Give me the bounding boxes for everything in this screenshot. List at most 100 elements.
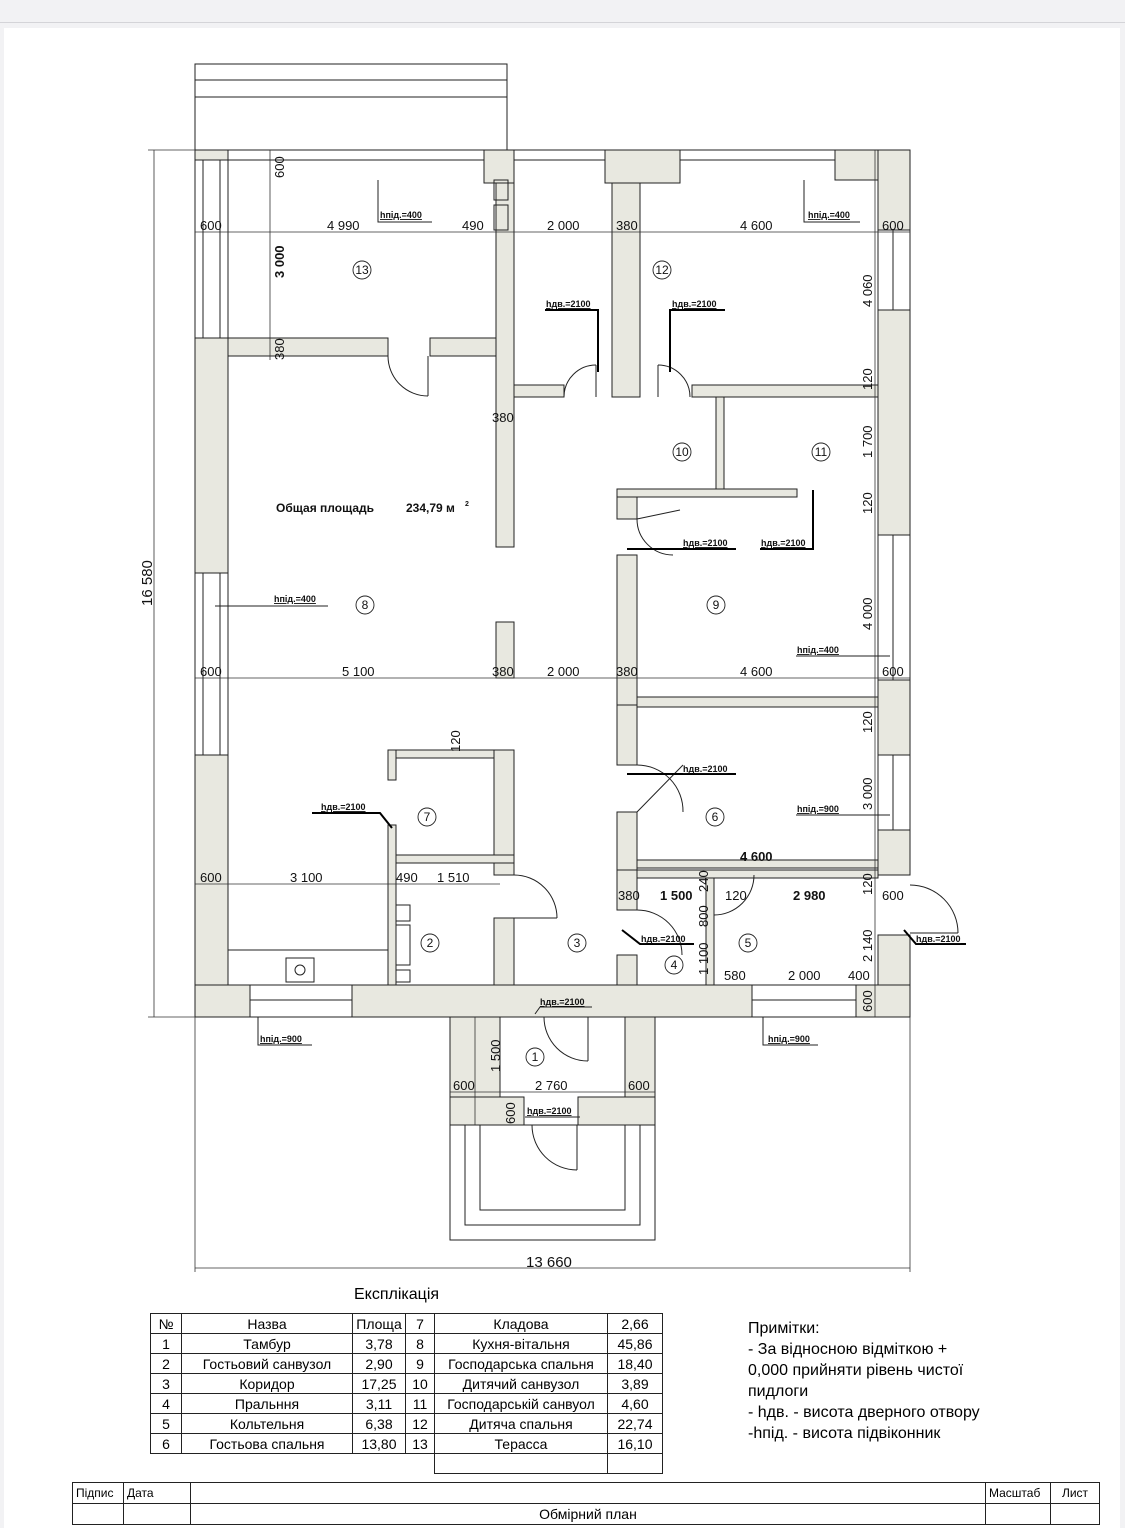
dim-2980-bold: 2 980: [793, 888, 826, 903]
stamp-title: Обмірний план: [190, 1503, 986, 1525]
dim-600: 600: [200, 870, 222, 885]
cell-area: 3,78: [352, 1333, 406, 1354]
dim-600: 600: [453, 1078, 475, 1093]
dim-800-v: 800: [696, 905, 711, 927]
cell-name: Кухня-вітальня: [434, 1333, 608, 1354]
dim-380: 380: [492, 410, 514, 425]
label-door-height: hдв.=2100: [672, 299, 717, 309]
marker-arrows: [215, 180, 966, 1118]
cell-number: 9: [405, 1353, 435, 1374]
label-window-height: hпід.=400: [797, 645, 839, 655]
cell-name: Гостьова спальня: [181, 1433, 353, 1454]
dim-490: 490: [462, 218, 484, 233]
dim-600: 600: [200, 218, 222, 233]
room-marker-13: 13: [352, 260, 372, 280]
dim-380: 380: [616, 664, 638, 679]
cell-name: Гостьовий санвузол: [181, 1353, 353, 1374]
dim-120-v: 120: [860, 492, 875, 514]
overall-width: 13 660: [526, 1254, 572, 1271]
notes-line: пидлоги: [748, 1383, 809, 1400]
room-number: 13: [355, 263, 369, 277]
door-swings: [387, 355, 959, 1171]
dim-5100: 5 100: [342, 664, 375, 679]
dim-120-v: 120: [448, 730, 463, 752]
interior-walls: [227, 179, 879, 986]
cell-area: 17,25: [352, 1373, 406, 1394]
label-door-height: hдв.=2100: [683, 538, 728, 548]
cell-name: Кольтельня: [181, 1413, 353, 1434]
label-door-height: hдв.=2100: [916, 934, 961, 944]
cell-empty: [607, 1453, 663, 1474]
cell-number: 1: [150, 1333, 182, 1354]
cell-number: 13: [405, 1433, 435, 1454]
cell-area: 3,11: [352, 1393, 406, 1414]
dim-4060-v: 4 060: [860, 274, 875, 307]
cell-name: Господарській санвуол: [434, 1393, 608, 1414]
drawing-sheet: [4, 28, 1120, 1528]
cell-name: Дитяча спальня: [434, 1413, 608, 1434]
cell-area: 2,66: [607, 1313, 663, 1334]
dim-120-v: 120: [860, 711, 875, 733]
dim-400: 400: [848, 968, 870, 983]
dim-4600-bold: 4 600: [740, 849, 773, 864]
room-number: 2: [427, 936, 434, 950]
label-window-height: hпід.=900: [797, 804, 839, 814]
label-door-height: hдв.=2100: [641, 934, 686, 944]
label-door-height: hдв.=2100: [683, 764, 728, 774]
cell-name: Дитячий санвузол: [434, 1373, 608, 1394]
stamp-scale: Масштаб: [985, 1482, 1051, 1504]
cell-area: 18,40: [607, 1353, 663, 1374]
entrance: [449, 1016, 656, 1241]
label-window-height: hпід.=900: [260, 1034, 302, 1044]
room-marker-8: 8: [355, 595, 375, 615]
cell-empty: [182, 1454, 353, 1474]
room-marker-5: 5: [738, 933, 758, 953]
stamp-date: Дата: [123, 1482, 191, 1504]
cell-area: 45,86: [607, 1333, 663, 1354]
dim-120-v: 120: [860, 873, 875, 895]
cell-empty: [151, 1454, 182, 1474]
dim-600: 600: [882, 664, 904, 679]
dim-120-v: 120: [860, 368, 875, 390]
cell-empty: [434, 1453, 608, 1474]
dim-1700-v: 1 700: [860, 425, 875, 458]
notes-title: Примітки:: [748, 1320, 820, 1337]
room-number: 12: [655, 263, 669, 277]
dim-4600: 4 600: [740, 664, 773, 679]
dim-3000-v: 3 000: [860, 777, 875, 810]
notes-line: - hдв. - висота дверного отвору: [748, 1404, 980, 1421]
cell-number: 11: [405, 1393, 435, 1414]
cell-empty: [406, 1454, 435, 1474]
label-door-height: hдв.=2100: [527, 1106, 572, 1116]
dim-490: 490: [396, 870, 418, 885]
room-marker-2: 2: [420, 933, 440, 953]
room-marker-10: 10: [672, 442, 692, 462]
room-number: 5: [745, 936, 752, 950]
room-marker-6: 6: [705, 807, 725, 827]
dim-1100-v: 1 100: [696, 942, 711, 975]
cell-number: 6: [150, 1433, 182, 1454]
cell-area: 3,89: [607, 1373, 663, 1394]
room-marker-1: 1: [525, 1047, 545, 1067]
cell-area: 2,90: [352, 1353, 406, 1374]
dim-2000: 2 000: [547, 218, 580, 233]
stamp-cell: [985, 1503, 1051, 1525]
cell-name: Пральння: [181, 1393, 353, 1414]
cell-area: 13,80: [352, 1433, 406, 1454]
label-door-height: hдв.=2100: [546, 299, 591, 309]
dim-2000: 2 000: [547, 664, 580, 679]
exterior-walls: [194, 149, 911, 1018]
dim-580: 580: [724, 968, 746, 983]
dim-1500-v: 1 500: [488, 1039, 503, 1072]
stamp-cell: [1050, 1503, 1100, 1525]
room-number: 11: [815, 445, 828, 459]
label-window-height: hпід.=900: [768, 1034, 810, 1044]
label-door-height: hдв.=2100: [540, 997, 585, 1007]
notes-line: 0,000 прийняти рівень чистої: [748, 1362, 964, 1379]
room-marker-7: 7: [417, 807, 437, 827]
